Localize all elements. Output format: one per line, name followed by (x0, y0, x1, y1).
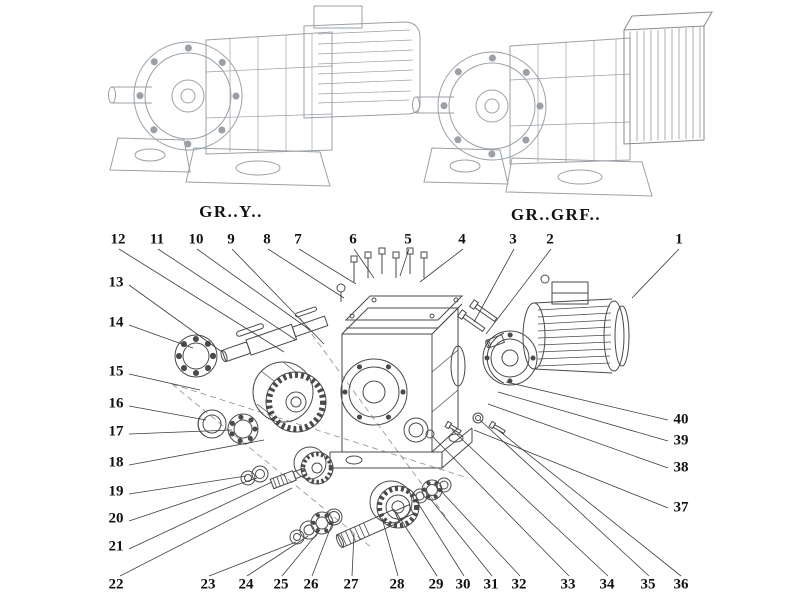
callout-10: 10 (188, 231, 204, 248)
callout-13: 13 (108, 274, 124, 291)
leader-lines (118, 248, 682, 577)
exploded-view (171, 247, 630, 549)
callout-21: 21 (108, 538, 124, 555)
variant-label-gr-grf: GR..GRF.. (510, 205, 602, 224)
housing-fasteners (425, 412, 506, 439)
gear-housing (329, 306, 473, 469)
callout-22: 22 (108, 576, 124, 593)
callout-33: 33 (560, 576, 576, 593)
callout-17: 17 (108, 423, 124, 440)
callout-24: 24 (238, 576, 254, 593)
sleeve-and-bearing (197, 409, 259, 445)
cover-screws (336, 247, 428, 302)
pinion-set (240, 446, 334, 490)
callout-36: 36 (673, 576, 689, 593)
callout-9: 9 (227, 231, 235, 248)
machine-gr-grf-drawing (412, 11, 713, 197)
callout-27: 27 (343, 576, 359, 593)
callout-18: 18 (108, 454, 124, 471)
callout-6: 6 (349, 231, 357, 248)
machine-gr-y-drawing (108, 5, 421, 187)
input-shaft (220, 306, 329, 363)
callout-20: 20 (108, 510, 124, 527)
callout-14: 14 (108, 314, 124, 331)
callout-26: 26 (303, 576, 319, 593)
callout-31: 31 (483, 576, 499, 593)
input-bearing (174, 334, 218, 378)
callout-34: 34 (599, 576, 615, 593)
callout-11: 11 (149, 231, 165, 248)
callout-23: 23 (200, 576, 216, 593)
callout-40: 40 (673, 411, 689, 428)
callout-39: 39 (673, 432, 689, 449)
motor-assembly (456, 274, 630, 386)
callout-8: 8 (263, 231, 271, 248)
callout-3: 3 (509, 231, 517, 248)
callout-38: 38 (673, 459, 689, 476)
callout-19: 19 (108, 483, 124, 500)
callout-2: 2 (546, 231, 554, 248)
large-gear (252, 361, 327, 433)
callout-16: 16 (108, 395, 124, 412)
callout-5: 5 (404, 231, 412, 248)
callout-12: 12 (110, 231, 126, 248)
callout-7: 7 (294, 231, 302, 248)
output-shaft-assembly (289, 477, 452, 549)
callout-28: 28 (389, 576, 405, 593)
callout-1: 1 (675, 231, 683, 248)
callout-29: 29 (428, 576, 444, 593)
callout-30: 30 (455, 576, 471, 593)
callout-35: 35 (640, 576, 656, 593)
callout-37: 37 (673, 499, 689, 516)
callout-4: 4 (458, 231, 466, 248)
callout-25: 25 (273, 576, 289, 593)
callout-32: 32 (511, 576, 527, 593)
variant-label-gr-y: GR..Y.. (199, 202, 263, 221)
callout-15: 15 (108, 363, 124, 380)
